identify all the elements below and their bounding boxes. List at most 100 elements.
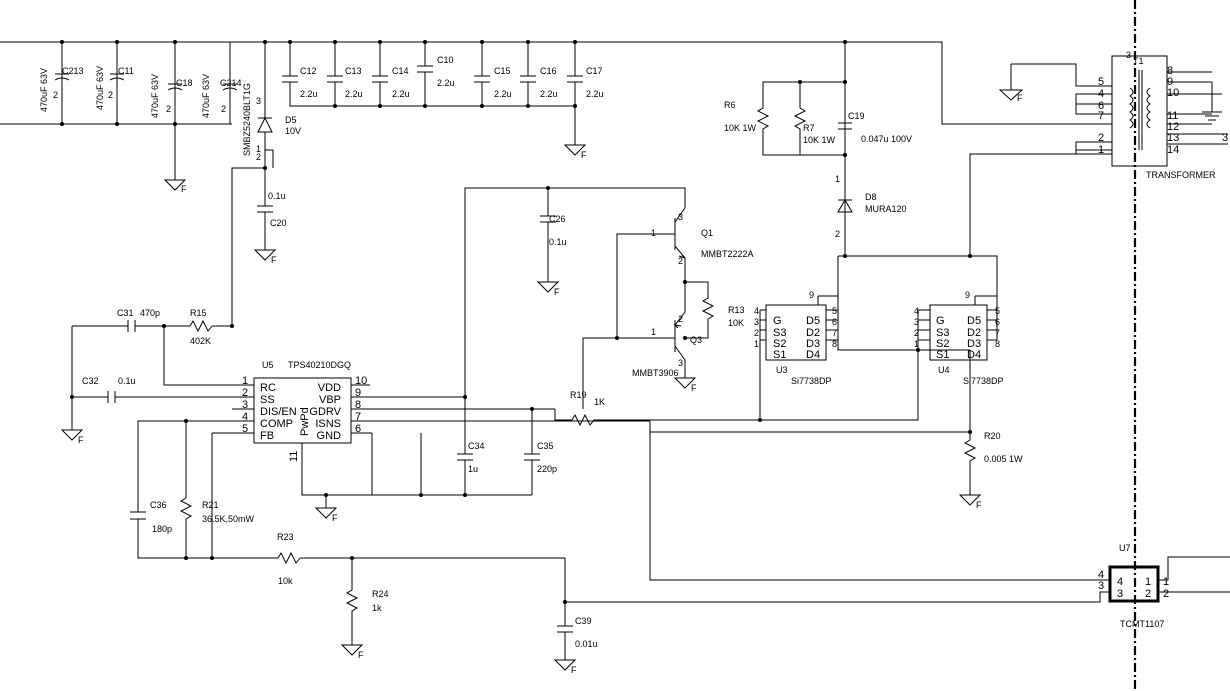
- svg-text:7: 7: [1098, 110, 1104, 122]
- svg-text:1u: 1u: [468, 464, 478, 474]
- svg-text:F: F: [554, 287, 560, 297]
- svg-text:10K 1W: 10K 1W: [803, 135, 836, 145]
- cap-c39: F C39 0.01u: [553, 600, 598, 675]
- svg-text:COMP: COMP: [260, 418, 293, 430]
- svg-text:0.1u: 0.1u: [549, 237, 567, 247]
- svg-text:C15: C15: [494, 66, 511, 76]
- svg-text:1K: 1K: [594, 397, 605, 407]
- c214-value: 470uF 63V: [201, 74, 211, 118]
- mosfet-u3: G S3 S2 S1 D5 D2 D3 D4 4 3 2 1 5 6 7 8 9…: [754, 290, 839, 386]
- comp-fb-network: F C36 180p R21 36.5K,50mW R23 10k R24 1k: [130, 419, 566, 660]
- svg-text:0.01u: 0.01u: [575, 639, 598, 649]
- cap-c213: C213 470uF 63V 2: [39, 66, 84, 112]
- svg-text:C39: C39: [575, 616, 592, 626]
- svg-text:3: 3: [678, 358, 683, 368]
- svg-text:2.2u: 2.2u: [540, 89, 558, 99]
- c213-pin2: 2: [53, 90, 58, 100]
- svg-text:6: 6: [1098, 100, 1104, 112]
- svg-text:6: 6: [832, 317, 837, 327]
- svg-text:1: 1: [242, 375, 248, 387]
- svg-text:R15: R15: [190, 308, 207, 318]
- svg-text:180p: 180p: [152, 524, 172, 534]
- svg-text:S2: S2: [773, 338, 786, 350]
- svg-text:GDRV: GDRV: [309, 406, 341, 418]
- svg-text:U7: U7: [1119, 543, 1131, 553]
- svg-text:D4: D4: [806, 349, 820, 361]
- c214-label: C214: [220, 78, 242, 88]
- svg-text:10: 10: [355, 375, 367, 387]
- svg-text:D3: D3: [967, 338, 981, 350]
- svg-text:2: 2: [1163, 588, 1169, 600]
- svg-text:5: 5: [1098, 76, 1104, 88]
- c213-value: 470uF 63V: [39, 68, 49, 112]
- svg-text:DIS/EN: DIS/EN: [260, 406, 297, 418]
- c18-value: 470uF 63V: [150, 74, 160, 118]
- svg-text:2.2u: 2.2u: [345, 89, 363, 99]
- svg-text:RC: RC: [260, 382, 276, 394]
- mosfet-u4: G S3 S2 S1 D5 D2 D3 D4 4 3 2 1 5 6 7 8 9…: [837, 290, 1004, 432]
- svg-text:2: 2: [914, 328, 919, 338]
- svg-text:C16: C16: [540, 66, 557, 76]
- svg-text:F: F: [332, 513, 338, 523]
- svg-text:D5: D5: [285, 115, 297, 125]
- rc-network: F C31 470p R15 402K C32 0.1u: [60, 180, 234, 445]
- svg-text:3: 3: [1126, 50, 1131, 60]
- svg-text:SS: SS: [260, 394, 275, 406]
- svg-text:402K: 402K: [190, 336, 211, 346]
- svg-text:Si7738DP: Si7738DP: [791, 376, 832, 386]
- svg-text:0.1u: 0.1u: [268, 191, 286, 201]
- svg-text:TCMT1107: TCMT1107: [1120, 619, 1164, 629]
- svg-text:10V: 10V: [285, 126, 301, 136]
- svg-text:0.005 1W: 0.005 1W: [984, 454, 1023, 464]
- c18-label: C18: [176, 78, 193, 88]
- svg-text:S3: S3: [773, 327, 786, 339]
- svg-text:U3: U3: [776, 365, 788, 375]
- svg-text:VBP: VBP: [319, 394, 341, 406]
- svg-text:C13: C13: [345, 66, 362, 76]
- svg-text:2.2u: 2.2u: [437, 78, 455, 88]
- svg-text:3: 3: [914, 317, 919, 327]
- d5-part: SMBZ5240BLT1G: [242, 83, 252, 156]
- svg-text:TRANSFORMER: TRANSFORMER: [1146, 170, 1216, 180]
- svg-text:2: 2: [256, 152, 261, 162]
- svg-text:S3: S3: [936, 327, 949, 339]
- svg-text:9: 9: [355, 387, 361, 399]
- svg-text:2: 2: [835, 229, 840, 239]
- cap-c20: F 0.1u C20: [253, 166, 287, 265]
- svg-text:R19: R19: [570, 390, 587, 400]
- svg-text:1: 1: [1163, 576, 1169, 588]
- svg-text:D4: D4: [967, 349, 981, 361]
- svg-text:4: 4: [242, 411, 248, 423]
- svg-text:TPS40210DGQ: TPS40210DGQ: [288, 360, 351, 370]
- svg-text:1: 1: [835, 174, 840, 184]
- svg-text:2: 2: [754, 328, 759, 338]
- svg-text:7: 7: [995, 328, 1000, 338]
- c11-pin2: 2: [108, 90, 113, 100]
- drain-node: [837, 153, 1112, 312]
- svg-text:GND: GND: [317, 430, 342, 442]
- svg-text:C35: C35: [537, 441, 554, 451]
- svg-text:1: 1: [754, 339, 759, 349]
- svg-text:2.2u: 2.2u: [300, 89, 318, 99]
- svg-text:2: 2: [678, 314, 683, 324]
- svg-text:220p: 220p: [537, 464, 557, 474]
- svg-text:MMBT3906: MMBT3906: [632, 368, 679, 378]
- svg-text:C36: C36: [150, 500, 167, 510]
- svg-text:D8: D8: [865, 192, 877, 202]
- cap-c11: C11 470uF 63V 2: [95, 66, 134, 110]
- gnd-return: F C34 1u C35 220p: [301, 395, 557, 523]
- svg-text:C19: C19: [848, 111, 865, 121]
- svg-text:S2: S2: [936, 338, 949, 350]
- c11-label: C11: [118, 66, 134, 76]
- svg-text:R20: R20: [984, 431, 1001, 441]
- svg-text:G: G: [773, 315, 782, 327]
- svg-text:U4: U4: [938, 365, 950, 375]
- svg-text:S1: S1: [936, 349, 949, 361]
- svg-text:C26: C26: [549, 214, 566, 224]
- svg-text:3: 3: [1117, 588, 1123, 600]
- svg-text:2: 2: [242, 387, 248, 399]
- svg-text:9: 9: [809, 290, 814, 300]
- svg-text:6: 6: [995, 317, 1000, 327]
- svg-text:F: F: [691, 383, 697, 393]
- svg-text:C32: C32: [82, 376, 99, 386]
